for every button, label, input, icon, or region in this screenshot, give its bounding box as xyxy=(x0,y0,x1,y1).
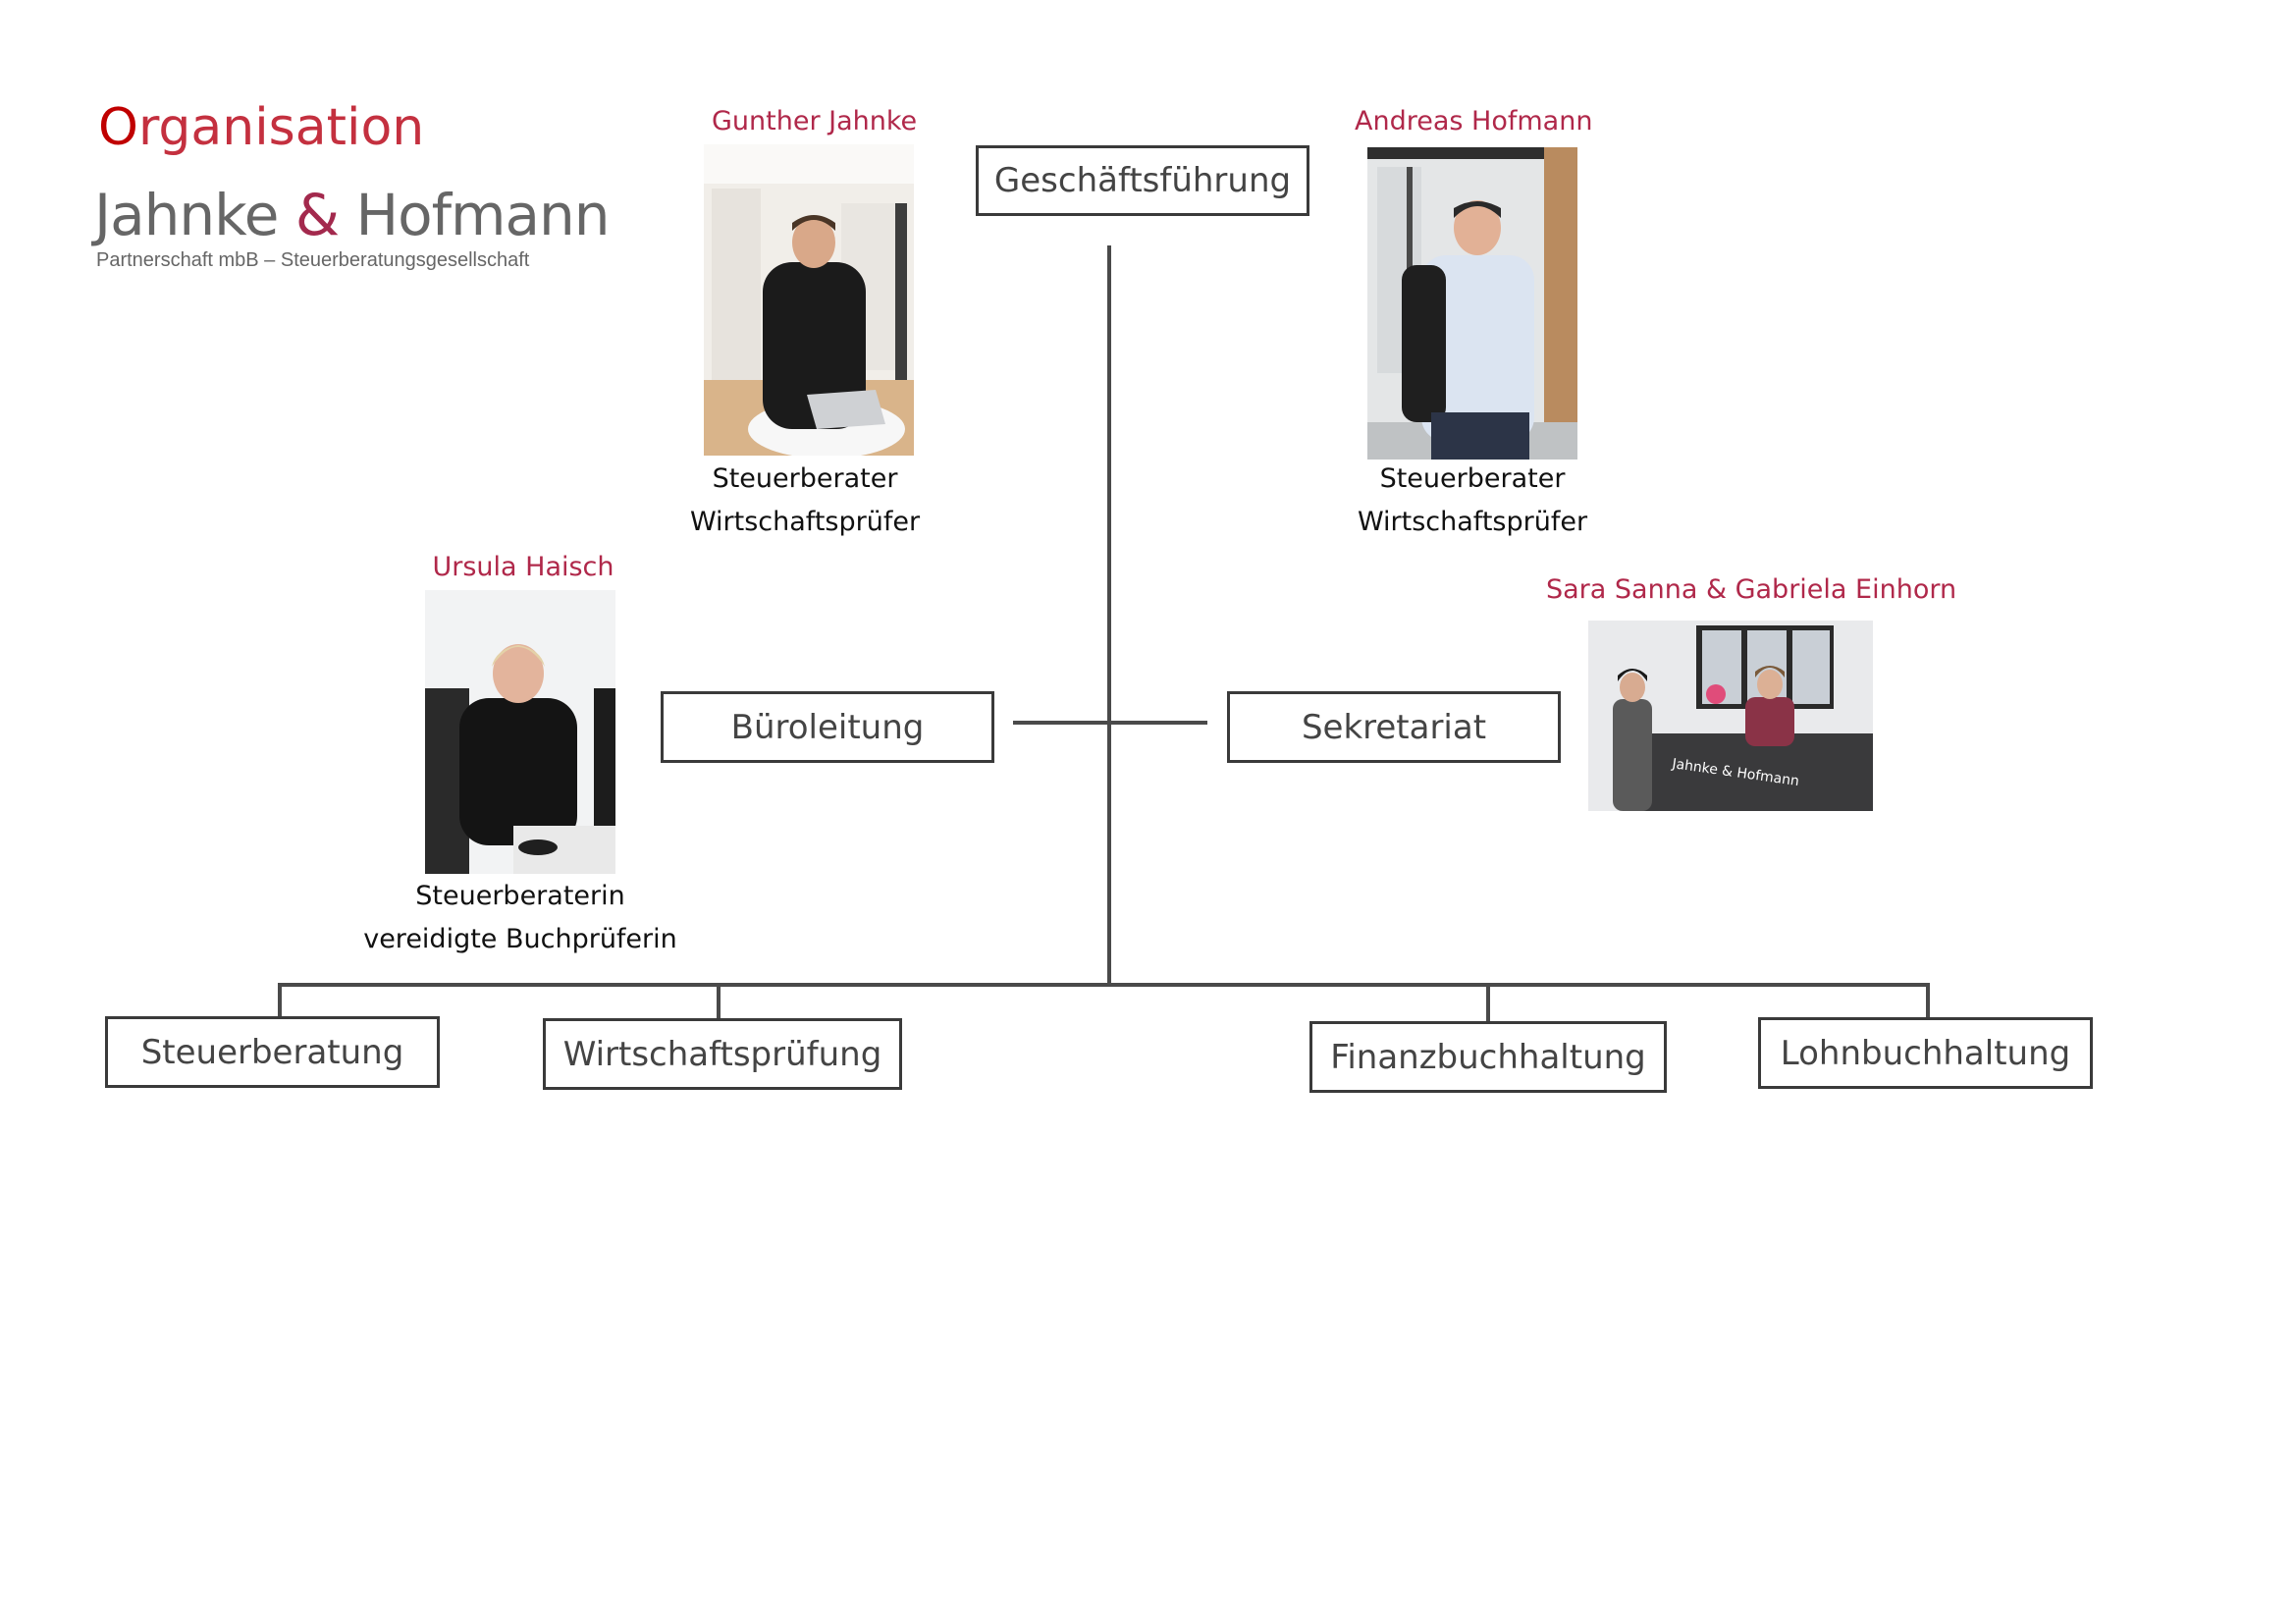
caption-line2: Wirtschaftsprüfer xyxy=(1357,507,1588,537)
middle-horizontal-line xyxy=(1013,721,1207,725)
box-sekretariat: Sekretariat xyxy=(1227,691,1561,763)
person-name-hofmann: Andreas Hofmann xyxy=(1355,106,1593,136)
photo-andreas-hofmann xyxy=(1367,147,1577,460)
caption-line2: Wirtschaftsprüfer xyxy=(689,507,921,537)
photo-sekretariat-team: Jahnke & Hofmann xyxy=(1588,621,1873,811)
drop-line-wirtschaftspruefung xyxy=(717,983,721,1018)
caption-line2: vereidigte Buchprüferin xyxy=(363,924,677,954)
box-bueroleitung: Büroleitung xyxy=(661,691,994,763)
caption-haisch: Steuerberaterin vereidigte Buchprüferin xyxy=(363,875,677,961)
drop-line-lohnbuchhaltung xyxy=(1926,983,1930,1017)
box-lohnbuchhaltung: Lohnbuchhaltung xyxy=(1758,1017,2093,1089)
caption-line1: Steuerberater xyxy=(1379,463,1566,494)
caption-line1: Steuerberaterin xyxy=(415,881,625,911)
person-name-haisch: Ursula Haisch xyxy=(432,552,614,582)
caption-hofmann: Steuerberater Wirtschaftsprüfer xyxy=(1335,458,1610,544)
drop-line-steuerberatung xyxy=(278,983,282,1016)
page-title: Organisation xyxy=(98,98,425,157)
caption-jahnke: Steuerberater Wirtschaftsprüfer xyxy=(667,458,942,544)
box-wirtschaftspruefung: Wirtschaftsprüfung xyxy=(543,1018,902,1090)
logo-tagline: Partnerschaft mbB – Steuerberatungsgesel… xyxy=(96,249,530,271)
box-geschaeftsfuehrung: Geschäftsführung xyxy=(976,145,1309,216)
person-name-jahnke: Gunther Jahnke xyxy=(712,106,918,136)
company-logo: Jahnke & Hofmann Partnerschaft mbB – Ste… xyxy=(90,167,611,275)
box-steuerberatung: Steuerberatung xyxy=(105,1016,440,1088)
caption-line1: Steuerberater xyxy=(712,463,898,494)
logo-wordmark: Jahnke & Hofmann xyxy=(94,182,611,248)
person-name-sekretariat: Sara Sanna & Gabriela Einhorn xyxy=(1546,574,1957,605)
photo-ursula-haisch xyxy=(425,590,615,874)
photo-gunther-jahnke xyxy=(704,144,914,456)
box-finanzbuchhaltung: Finanzbuchhaltung xyxy=(1309,1021,1667,1093)
main-vertical-line xyxy=(1107,245,1111,984)
drop-line-finanzbuchhaltung xyxy=(1486,983,1490,1021)
bottom-horizontal-line xyxy=(278,983,1930,987)
